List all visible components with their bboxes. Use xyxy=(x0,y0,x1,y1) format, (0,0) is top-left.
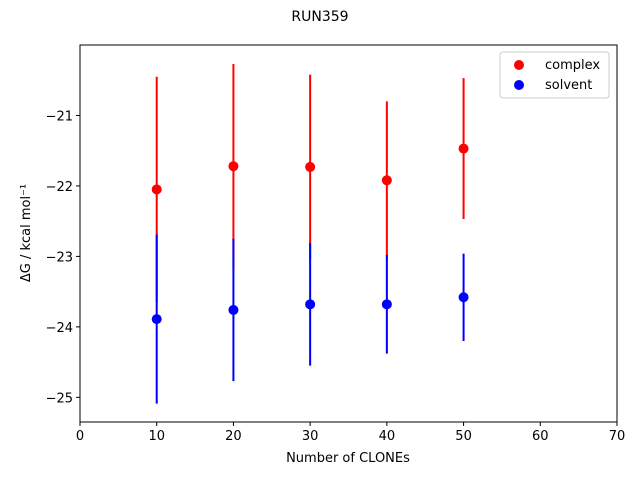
y-axis-label: ΔG / kcal mol⁻¹ xyxy=(19,184,34,282)
data-point-solvent xyxy=(228,304,239,315)
y-tick-label: −23 xyxy=(46,250,73,265)
y-tick-label: −21 xyxy=(46,109,73,124)
data-point-complex xyxy=(305,161,316,172)
legend-label-complex: complex xyxy=(545,58,600,73)
data-point-solvent xyxy=(305,299,316,310)
legend-box xyxy=(499,51,610,99)
y-tick-label: −24 xyxy=(46,321,73,336)
x-tick-label: 30 xyxy=(302,429,319,444)
legend-label-solvent: solvent xyxy=(545,78,592,93)
x-tick-label: 70 xyxy=(609,429,626,444)
data-point-solvent xyxy=(151,314,162,325)
data-point-complex xyxy=(151,184,162,195)
legend-marker-complex xyxy=(514,60,524,70)
data-point-solvent xyxy=(458,292,469,303)
y-tick-label: −25 xyxy=(46,391,73,406)
x-tick-label: 50 xyxy=(455,429,472,444)
x-tick-label: 20 xyxy=(225,429,242,444)
y-tick-label: −22 xyxy=(46,180,73,195)
x-tick-label: 10 xyxy=(148,429,165,444)
x-tick-label: 0 xyxy=(76,429,84,444)
plot-frame xyxy=(79,44,618,423)
data-point-complex xyxy=(228,161,239,172)
x-tick-label: 60 xyxy=(532,429,549,444)
legend: complex solvent xyxy=(499,51,610,99)
legend-marker-solvent xyxy=(514,80,524,90)
data-point-complex xyxy=(458,143,469,154)
x-axis-label: Number of CLONEs xyxy=(286,451,410,466)
x-tick-label: 40 xyxy=(379,429,396,444)
chart-title: RUN359 xyxy=(291,9,348,25)
data-point-solvent xyxy=(381,299,392,310)
data-point-complex xyxy=(381,175,392,186)
